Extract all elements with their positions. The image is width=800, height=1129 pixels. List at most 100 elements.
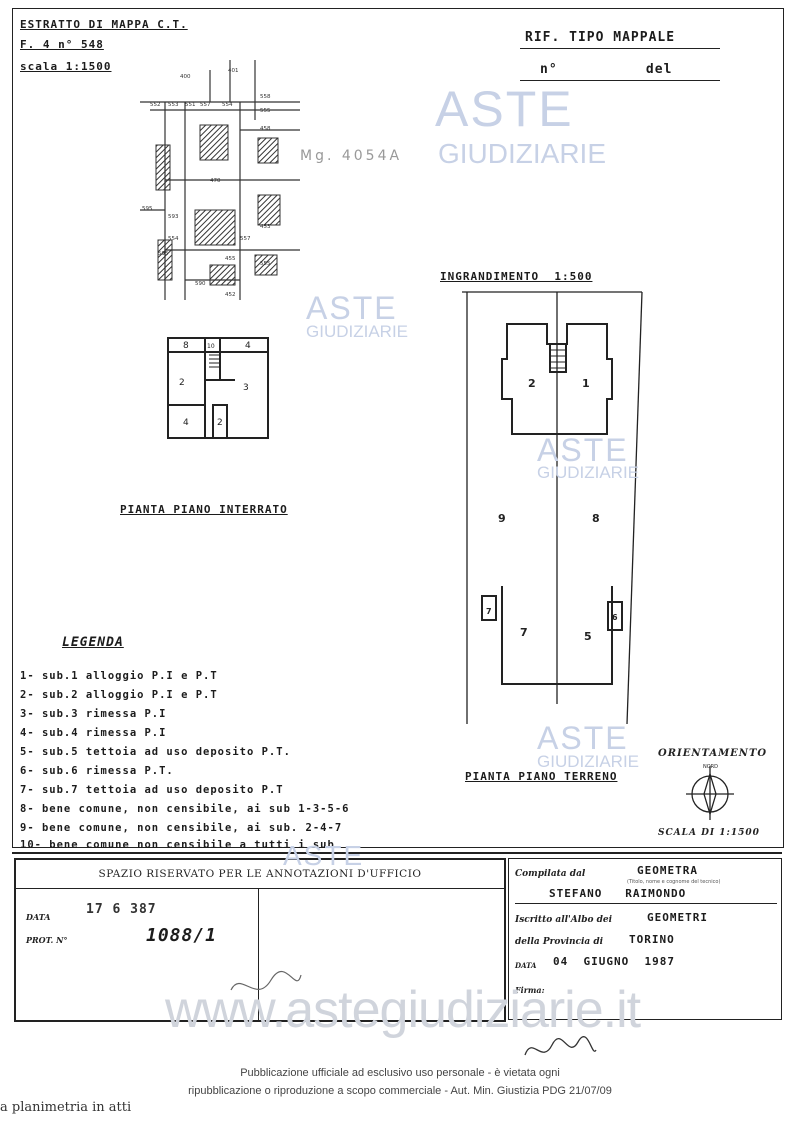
parcel-number: 590	[195, 281, 206, 287]
basement-plan: 8 10 4 2 3 4 2	[167, 337, 269, 439]
watermark-giudiziarie: GIUDIZIARIE	[537, 463, 640, 482]
parcel-number: 470	[210, 178, 221, 184]
ground-room-label: 5	[584, 630, 592, 643]
office-stamp-signature	[230, 971, 302, 991]
parcel-number: 452	[225, 292, 236, 298]
albo-value: GEOMETRI	[647, 911, 708, 924]
basement-room-label: 8	[183, 341, 189, 351]
compiler-signature	[524, 1036, 597, 1056]
legend-item: 3- sub.3 rimessa P.I	[20, 708, 167, 720]
basement-room-label: 2	[179, 378, 185, 388]
basement-room-label: 10	[207, 343, 215, 350]
legend-item: 1- sub.1 alloggio P.I e P.T	[20, 670, 218, 682]
compiler-profession: GEOMETRA	[637, 864, 698, 877]
building-block	[257, 194, 281, 226]
watermark-aste: ASTE	[435, 81, 574, 137]
ground-room-label: 7	[520, 626, 528, 639]
office-box: SPAZIO RISERVATO PER LE ANNOTAZIONI D'UF…	[14, 858, 506, 1022]
orientation-scale: SCALA DI 1:1500	[658, 828, 760, 838]
parcel-number: 458	[260, 126, 271, 132]
legend-item: 5- sub.5 tettoia ad uso deposito P.T.	[20, 746, 291, 758]
parcel-number: 455	[225, 256, 236, 262]
watermark-aste: ASTE	[306, 290, 398, 326]
orientation-label: ORIENTAMENTO	[658, 748, 768, 759]
compiler-name: STEFANO RAIMONDO	[549, 887, 687, 900]
north-label: NORD	[703, 764, 718, 770]
office-box-divider	[16, 888, 504, 889]
basement-room-label: 3	[243, 383, 249, 393]
name-underline	[515, 903, 777, 904]
parcel-number: 558	[260, 94, 271, 100]
office-prot-value: 1088/1	[146, 925, 218, 946]
bottom-text: a planimetria in atti	[0, 1100, 132, 1115]
foglio-number: F. 4 n° 548	[20, 38, 104, 51]
enlargement-title: INGRANDIMENTO 1:500	[440, 270, 593, 283]
parcel-number: 595	[142, 206, 153, 212]
legend-item: 10- bene comune non censibile a tutti i …	[20, 839, 343, 851]
rif-underline	[520, 48, 720, 49]
parcel-number: 400	[180, 74, 191, 80]
ground-room-label: 6	[612, 613, 618, 622]
compiler-note: (Titolo, nome e cognome del tecnico)	[627, 879, 721, 885]
watermark-aste: ASTE	[283, 840, 365, 871]
watermark-giudiziarie: GIUDIZIARIE	[306, 322, 409, 341]
legend-item: 4- sub.4 rimessa P.I	[20, 727, 167, 739]
office-date-label: DATA	[26, 912, 51, 922]
ground-room-label: 7	[486, 607, 492, 616]
watermark-aste: ASTE	[537, 432, 629, 468]
ground-room-label: 8	[592, 512, 600, 525]
legend-title: LEGENDA	[62, 635, 124, 650]
parcel-number: 401	[228, 68, 239, 74]
firma-label: Firma:	[515, 985, 545, 995]
watermark-site: www.astegiudiziarie.it	[165, 981, 641, 1039]
rif-number: n° del	[540, 62, 673, 77]
section-divider	[12, 852, 782, 854]
building-block	[199, 124, 229, 161]
extract-title: ESTRATTO DI MAPPA C.T.	[20, 18, 188, 31]
ground-room-label: 2	[528, 377, 536, 390]
basement-room-label: 4	[245, 341, 251, 351]
parcel-number: 593	[168, 214, 179, 220]
legend-item: 9- bene comune, non censibile, ai sub. 2…	[20, 822, 343, 834]
ground-floor-plan: 2 1 9 8 7 7 5 6	[462, 291, 643, 724]
parcel-number: 552	[150, 102, 161, 108]
watermark-giudiziarie: GIUDIZIARIE	[537, 752, 640, 771]
building-block	[194, 209, 236, 246]
parcel-number: 595	[158, 251, 169, 257]
building-block	[257, 137, 279, 164]
publication-notice-1: Pubblicazione ufficiale ad esclusivo uso…	[240, 1067, 560, 1079]
office-box-title: SPAZIO RISERVATO PER LE ANNOTAZIONI D'UF…	[98, 868, 422, 880]
publication-notice-2: ripubblicazione o riproduzione a scopo c…	[188, 1085, 612, 1097]
rif-tipo-mappale: RIF. TIPO MAPPALE	[525, 30, 676, 45]
legend-item: 7- sub.7 tettoia ad uso deposito P.T	[20, 784, 284, 796]
ground-room-label: 1	[582, 377, 590, 390]
parcel-number: 554	[222, 102, 233, 108]
compiler-date-value: 04 GIUGNO 1987	[553, 955, 675, 968]
ground-room-label: 9	[498, 512, 506, 525]
parcel-number: 554	[168, 236, 179, 242]
provincia-label: della Provincia di	[515, 937, 604, 947]
office-date-value: 17 6 387	[86, 902, 157, 917]
building-block	[209, 264, 236, 286]
compass-rose-icon: NORD	[686, 764, 734, 820]
parcel-number: 557	[200, 102, 211, 108]
basement-room-label: 4	[183, 418, 189, 428]
rif-number-underline	[520, 80, 720, 81]
parcel-number: 553	[168, 102, 179, 108]
office-box-column	[258, 888, 259, 1020]
office-prot-label: PROT. N°	[26, 935, 68, 945]
basement-room-label: 2	[217, 418, 223, 428]
building-block	[155, 144, 171, 191]
map-scale: scala 1:1500	[20, 60, 112, 73]
parcel-number: 555	[260, 261, 271, 267]
building-block	[157, 239, 173, 281]
compiler-box: Compilata dal GEOMETRA (Titolo, nome e c…	[508, 858, 782, 1020]
basement-caption: PIANTA PIANO INTERRATO	[120, 503, 288, 516]
parcel-number: 453	[260, 224, 271, 230]
parcel-number: 557	[240, 236, 251, 242]
legend-item: 2- sub.2 alloggio P.I e P.T	[20, 689, 218, 701]
legend-item: 6- sub.6 rimessa P.T.	[20, 765, 174, 777]
map-label: Mg. 4054A	[300, 148, 403, 164]
compilata-label: Compilata dal	[515, 869, 586, 879]
